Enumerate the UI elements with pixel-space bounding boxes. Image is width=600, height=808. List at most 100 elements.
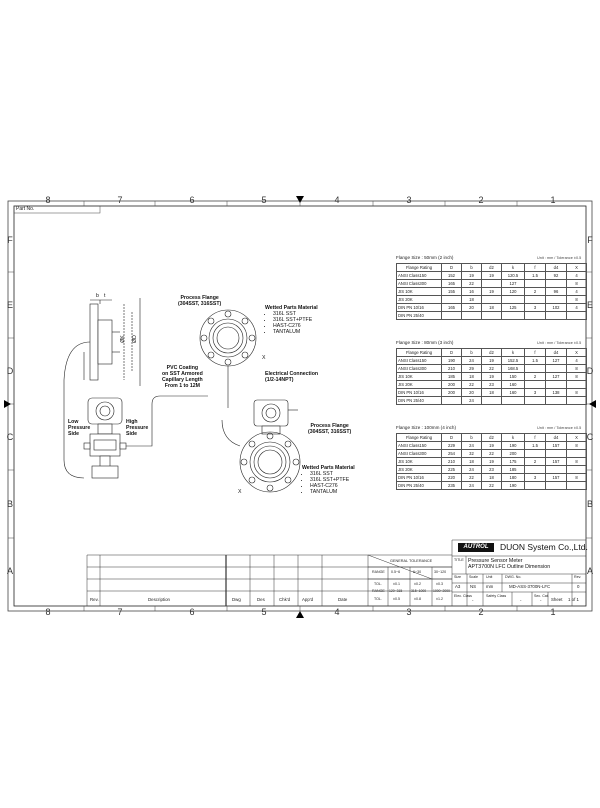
des-col-header: Des xyxy=(257,597,265,602)
col-label: 3 xyxy=(406,607,412,617)
table-cell: 24 xyxy=(461,396,482,405)
table-cell: 19 xyxy=(481,287,502,296)
row-label: A xyxy=(586,566,594,576)
sheet-label: Sheet xyxy=(551,597,563,602)
table-cell: 8 xyxy=(566,279,587,288)
table-cell: 4 xyxy=(566,303,587,312)
range-value: 30~120 xyxy=(434,570,447,574)
table-cell xyxy=(461,311,482,320)
table-cell xyxy=(545,295,567,304)
table-header-cell: d4 xyxy=(545,348,567,357)
table-cell: 225 xyxy=(441,465,462,474)
wetted-parts-block-1: Wetted Parts Material 316L SST 316L SST+… xyxy=(265,305,318,336)
table-cell xyxy=(481,295,502,304)
rev-col-header: Rev. xyxy=(90,597,99,602)
scale-value: NS xyxy=(470,584,477,589)
table-cell xyxy=(566,311,587,320)
table-cell: 92 xyxy=(545,271,567,280)
table-cell xyxy=(524,295,546,304)
table-cell xyxy=(566,396,587,405)
tol-label: TOL. xyxy=(374,582,382,586)
row-label: B xyxy=(586,499,594,509)
table-cell: 8 xyxy=(566,441,587,450)
dim-dd-label: ØD xyxy=(131,335,138,343)
table-cell: 102 xyxy=(545,303,567,312)
table-cell xyxy=(545,465,567,474)
date-col-header: Date xyxy=(338,597,348,602)
table-cell xyxy=(524,380,546,389)
table-cell: 8 xyxy=(566,457,587,466)
tol-value: ±0.2 xyxy=(414,582,421,586)
table-cell: 125 xyxy=(501,303,525,312)
table-cell xyxy=(545,481,567,490)
table-cell: 168.5 xyxy=(501,364,525,373)
autrol-logo: AUTROL xyxy=(458,543,494,552)
table-cell xyxy=(441,396,462,405)
dim-x-label-2: X xyxy=(238,489,242,495)
title-block-grid xyxy=(86,539,586,606)
table-cell: 2 xyxy=(524,287,546,296)
table-cell: 160 xyxy=(501,380,525,389)
table-cell: 2 xyxy=(524,372,546,381)
general-tolerance-label: GENERAL TOLERANCE xyxy=(390,559,433,563)
col-label: 7 xyxy=(117,195,123,205)
table-cell: 22 xyxy=(481,481,502,490)
table-cell: 19 xyxy=(481,356,502,365)
range-value: 0.5~6 xyxy=(391,570,401,574)
range-value: 120~315 xyxy=(389,589,403,593)
col-label: 3 xyxy=(406,195,412,205)
table-cell: 120.5 xyxy=(501,271,525,280)
table-header-cell: X xyxy=(566,348,587,357)
table-cell: JIS 10K xyxy=(396,457,442,466)
range-value: 315~1000 xyxy=(411,589,427,593)
row-label: D xyxy=(6,366,14,376)
title-label: TITLE xyxy=(454,558,464,562)
table-header-cell: d2 xyxy=(481,433,502,442)
table-cell: 152.5 xyxy=(501,356,525,365)
table-cell: 220 xyxy=(441,473,462,482)
table-header-cell: d2 xyxy=(481,263,502,272)
table-cell xyxy=(524,364,546,373)
table-cell: 24 xyxy=(461,465,482,474)
part-no-label: Part No. xyxy=(16,206,35,212)
table-cell xyxy=(566,449,587,458)
flange-table-caption: Flange Size : 100mm (4 inch) xyxy=(396,425,456,430)
table-cell: 18 xyxy=(481,388,502,397)
table-cell xyxy=(566,380,587,389)
table-cell: 8 xyxy=(566,473,587,482)
company-name: DUON System Co.,Ltd. xyxy=(500,542,588,552)
table-cell xyxy=(566,465,587,474)
table-cell: 4 xyxy=(566,287,587,296)
table-cell xyxy=(481,311,502,320)
col-label: 6 xyxy=(189,607,195,617)
row-label: E xyxy=(6,300,14,310)
table-cell: 200 xyxy=(501,449,525,458)
elec-class-label: Elec. Class xyxy=(454,594,472,598)
tol-value: ±0.5 xyxy=(393,597,400,601)
table-cell xyxy=(524,481,546,490)
table-cell: 19 xyxy=(481,372,502,381)
flange-table-unit: Unit : mm / Tolerance ±0.5 xyxy=(537,341,582,345)
dim-dk-label: ØK xyxy=(119,335,126,343)
col-label: 8 xyxy=(45,607,51,617)
table-cell: 254 xyxy=(441,449,462,458)
table-cell xyxy=(524,449,546,458)
table-header-cell: Flange Rating xyxy=(396,263,442,272)
table-header-cell: d4 xyxy=(545,433,567,442)
table-cell: 185 xyxy=(501,465,525,474)
row-label: C xyxy=(586,432,594,442)
table-cell: 180 xyxy=(501,473,525,482)
